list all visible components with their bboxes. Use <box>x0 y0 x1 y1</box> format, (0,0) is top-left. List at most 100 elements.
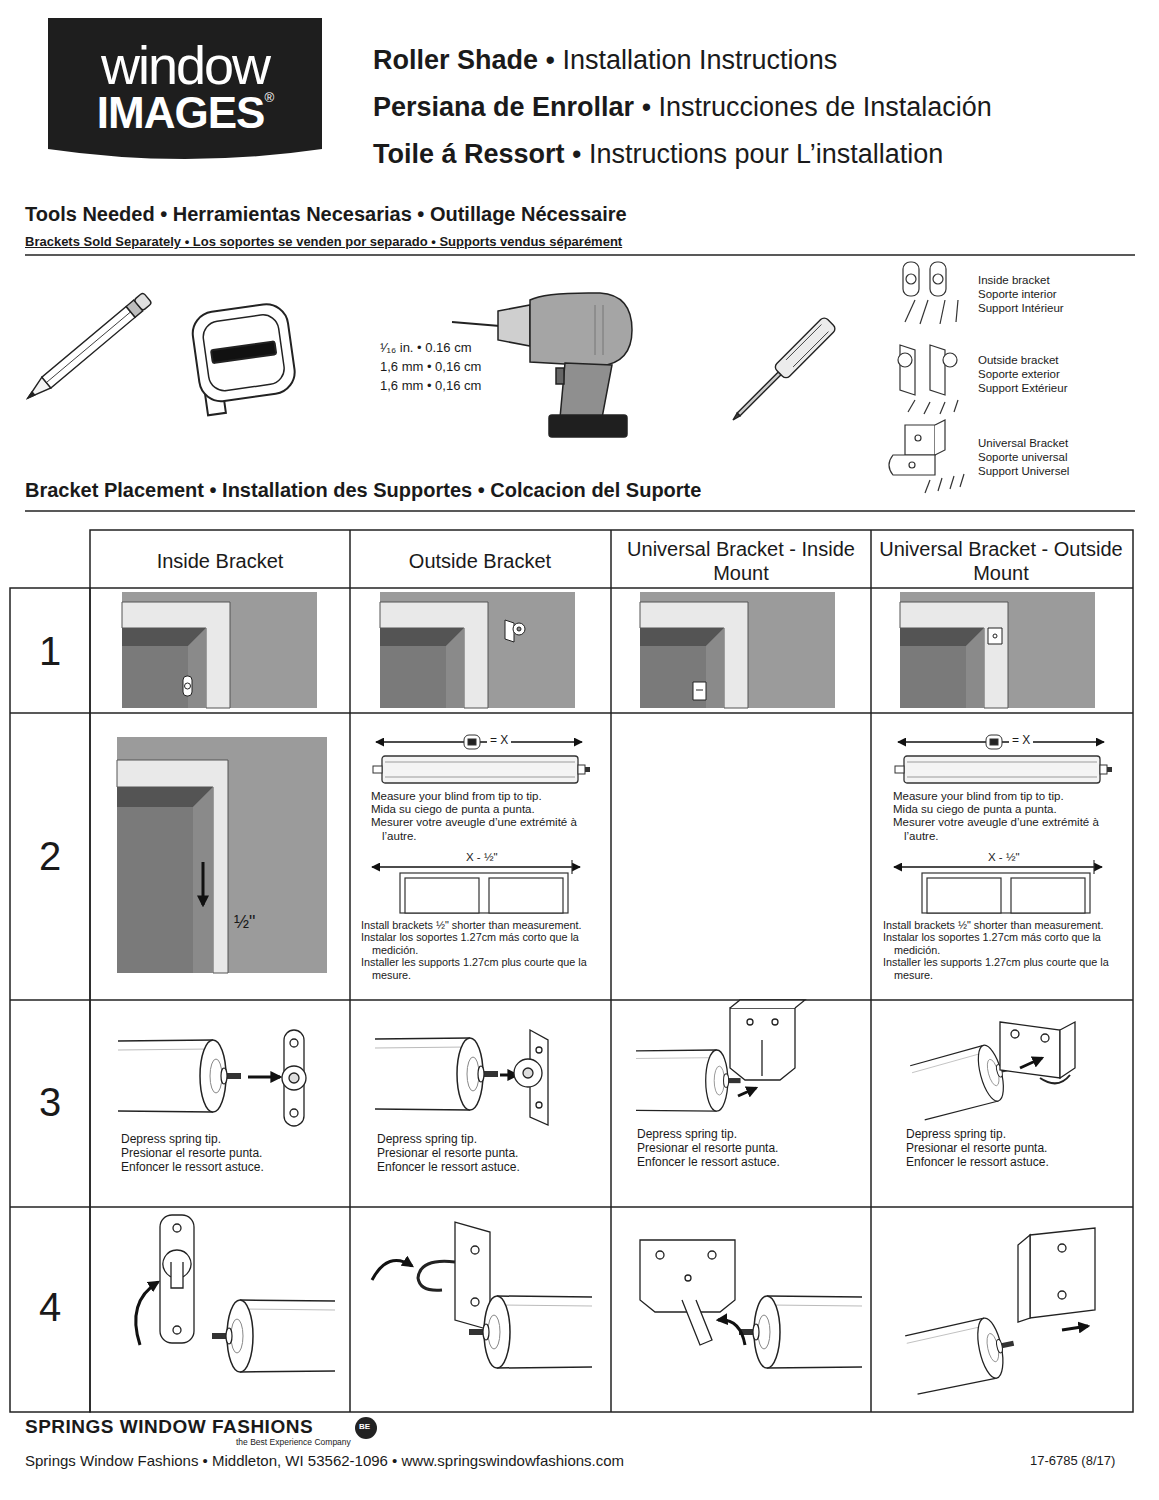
step2-window <box>117 787 213 973</box>
step3-universal-outside <box>910 1022 1075 1121</box>
instruction-text: Presionar el resorte punta. <box>637 1142 867 1156</box>
column-header: Universal Bracket - Inside Mount <box>616 537 866 585</box>
step4-universal-outside <box>1030 1228 1095 1318</box>
step3-universal-inside <box>636 1000 805 1111</box>
step4-inside <box>160 1215 194 1343</box>
drill-size: 1,6 mm • 0,16 cm <box>380 379 481 394</box>
step3-universal-inside <box>730 1008 795 1080</box>
drill-icon <box>530 293 632 366</box>
instruction-text: Enfoncer le ressort astuce. <box>637 1156 867 1170</box>
instruction-stack: Depress spring tip.Presionar el resorte … <box>121 1133 346 1174</box>
badge-text: BE <box>359 1422 370 1431</box>
outside-bracket-icon <box>898 345 958 414</box>
instruction-text: Instalar los soportes 1.27cm más corto q… <box>361 931 607 956</box>
pencil-icon <box>46 312 130 383</box>
pencil-icon <box>134 292 152 310</box>
inside-bracket-icon <box>905 300 915 322</box>
instruction-text: Presionar el resorte punta. <box>121 1147 346 1161</box>
step3-universal-outside <box>1041 1034 1049 1042</box>
step3-universal-inside <box>761 1040 762 1076</box>
step2-measure <box>990 739 998 745</box>
step2-measure <box>922 860 1094 913</box>
table-grid <box>90 587 1133 589</box>
subtitle: Toile á Ressort • Instructions pour L’in… <box>373 139 943 170</box>
outside-bracket-icon <box>954 400 958 412</box>
bracket-name: Outside bracket <box>978 354 1059 367</box>
drill-icon <box>549 415 627 437</box>
step1-brackets <box>993 634 997 638</box>
drill-size: 1,6 mm • 0,16 cm <box>380 360 481 375</box>
step3-universal-inside <box>772 1019 778 1025</box>
instruction-text: Depress spring tip. <box>906 1128 1131 1142</box>
universal-bracket-icon <box>960 474 964 487</box>
bracket-name: Soporte universal <box>978 451 1068 464</box>
drill-icon <box>498 305 530 346</box>
tape-measure-icon <box>190 301 298 403</box>
inside-bracket-icon <box>903 262 958 324</box>
step2-measure <box>922 873 1090 913</box>
column-header: Inside Bracket <box>95 549 345 573</box>
step3-universal-outside <box>1040 1075 1070 1083</box>
step2-measure <box>464 735 480 749</box>
step1-brackets <box>988 628 1002 644</box>
step4-outside <box>469 1296 592 1368</box>
instruction-text: Depress spring tip. <box>377 1133 607 1147</box>
step3-inside <box>248 1076 280 1079</box>
outside-bracket-icon <box>943 353 957 367</box>
step1-brackets <box>183 676 192 696</box>
step4-outside <box>372 1222 592 1368</box>
step2-measure <box>571 860 572 874</box>
section-heading: Bracket Placement • Installation des Sup… <box>25 479 701 502</box>
instruction-text: Mida su ciego de punta a punta. <box>893 803 1128 816</box>
step3-outside <box>523 1068 533 1078</box>
drill-icon <box>452 322 500 326</box>
instruction-stack: Depress spring tip.Presionar el resorte … <box>637 1128 867 1169</box>
universal-bracket-icon <box>909 462 915 468</box>
instruction-text: Enfoncer le ressort astuce. <box>121 1161 346 1175</box>
column-header: Outside Bracket <box>355 549 605 573</box>
step2-measure <box>986 735 1002 749</box>
table-grid <box>10 712 1133 714</box>
step-number: 1 <box>10 627 90 675</box>
tape-measure-icon <box>211 341 276 363</box>
table-grid <box>349 530 351 1412</box>
outside-bracket-icon <box>908 400 915 412</box>
dimension: = X <box>487 734 511 748</box>
note-text: Brackets Sold Separately • Los soportes … <box>25 235 622 250</box>
step4-inside <box>160 1215 194 1343</box>
dimension: X - ½" <box>985 851 1023 864</box>
step3-universal-outside <box>1020 1058 1042 1068</box>
drill-icon <box>556 368 564 384</box>
universal-bracket-icon <box>905 425 935 455</box>
step4-universal-inside <box>708 1251 716 1259</box>
step4-universal-outside <box>1058 1244 1066 1252</box>
instruction-stack: Depress spring tip.Presionar el resorte … <box>377 1133 607 1174</box>
tape-measure-icon <box>190 301 299 415</box>
step3-universal-outside <box>1011 1030 1019 1038</box>
step4-inside <box>173 1224 181 1232</box>
universal-bracket-icon <box>938 478 942 491</box>
step2-measure <box>372 866 580 868</box>
dimension: ½" <box>234 912 255 933</box>
step1-window <box>122 592 1095 708</box>
bracket-name: Universal Bracket <box>978 437 1068 450</box>
company-badge <box>355 1417 377 1439</box>
step3-universal-inside <box>730 1000 805 1080</box>
step4-universal-inside <box>682 1300 712 1345</box>
table-grid <box>610 530 612 1412</box>
universal-bracket-icon <box>935 420 945 455</box>
step-number: 3 <box>10 1078 90 1126</box>
pencil-icon <box>24 292 153 403</box>
inside-bracket-icon <box>930 262 946 296</box>
step4-universal-outside <box>905 1228 1095 1395</box>
instruction-stack: Install brackets ½" shorter than measure… <box>361 919 607 981</box>
step1-brackets <box>693 682 706 700</box>
instruction-text: Install brackets ½" shorter than measure… <box>361 919 607 931</box>
step3-universal-outside <box>1060 1022 1075 1078</box>
inside-bracket-icon <box>906 274 916 284</box>
step3-universal-outside <box>1000 1022 1060 1078</box>
step4-outside <box>418 1261 455 1290</box>
inside-bracket-icon <box>920 300 928 324</box>
outside-bracket-icon <box>924 402 930 414</box>
